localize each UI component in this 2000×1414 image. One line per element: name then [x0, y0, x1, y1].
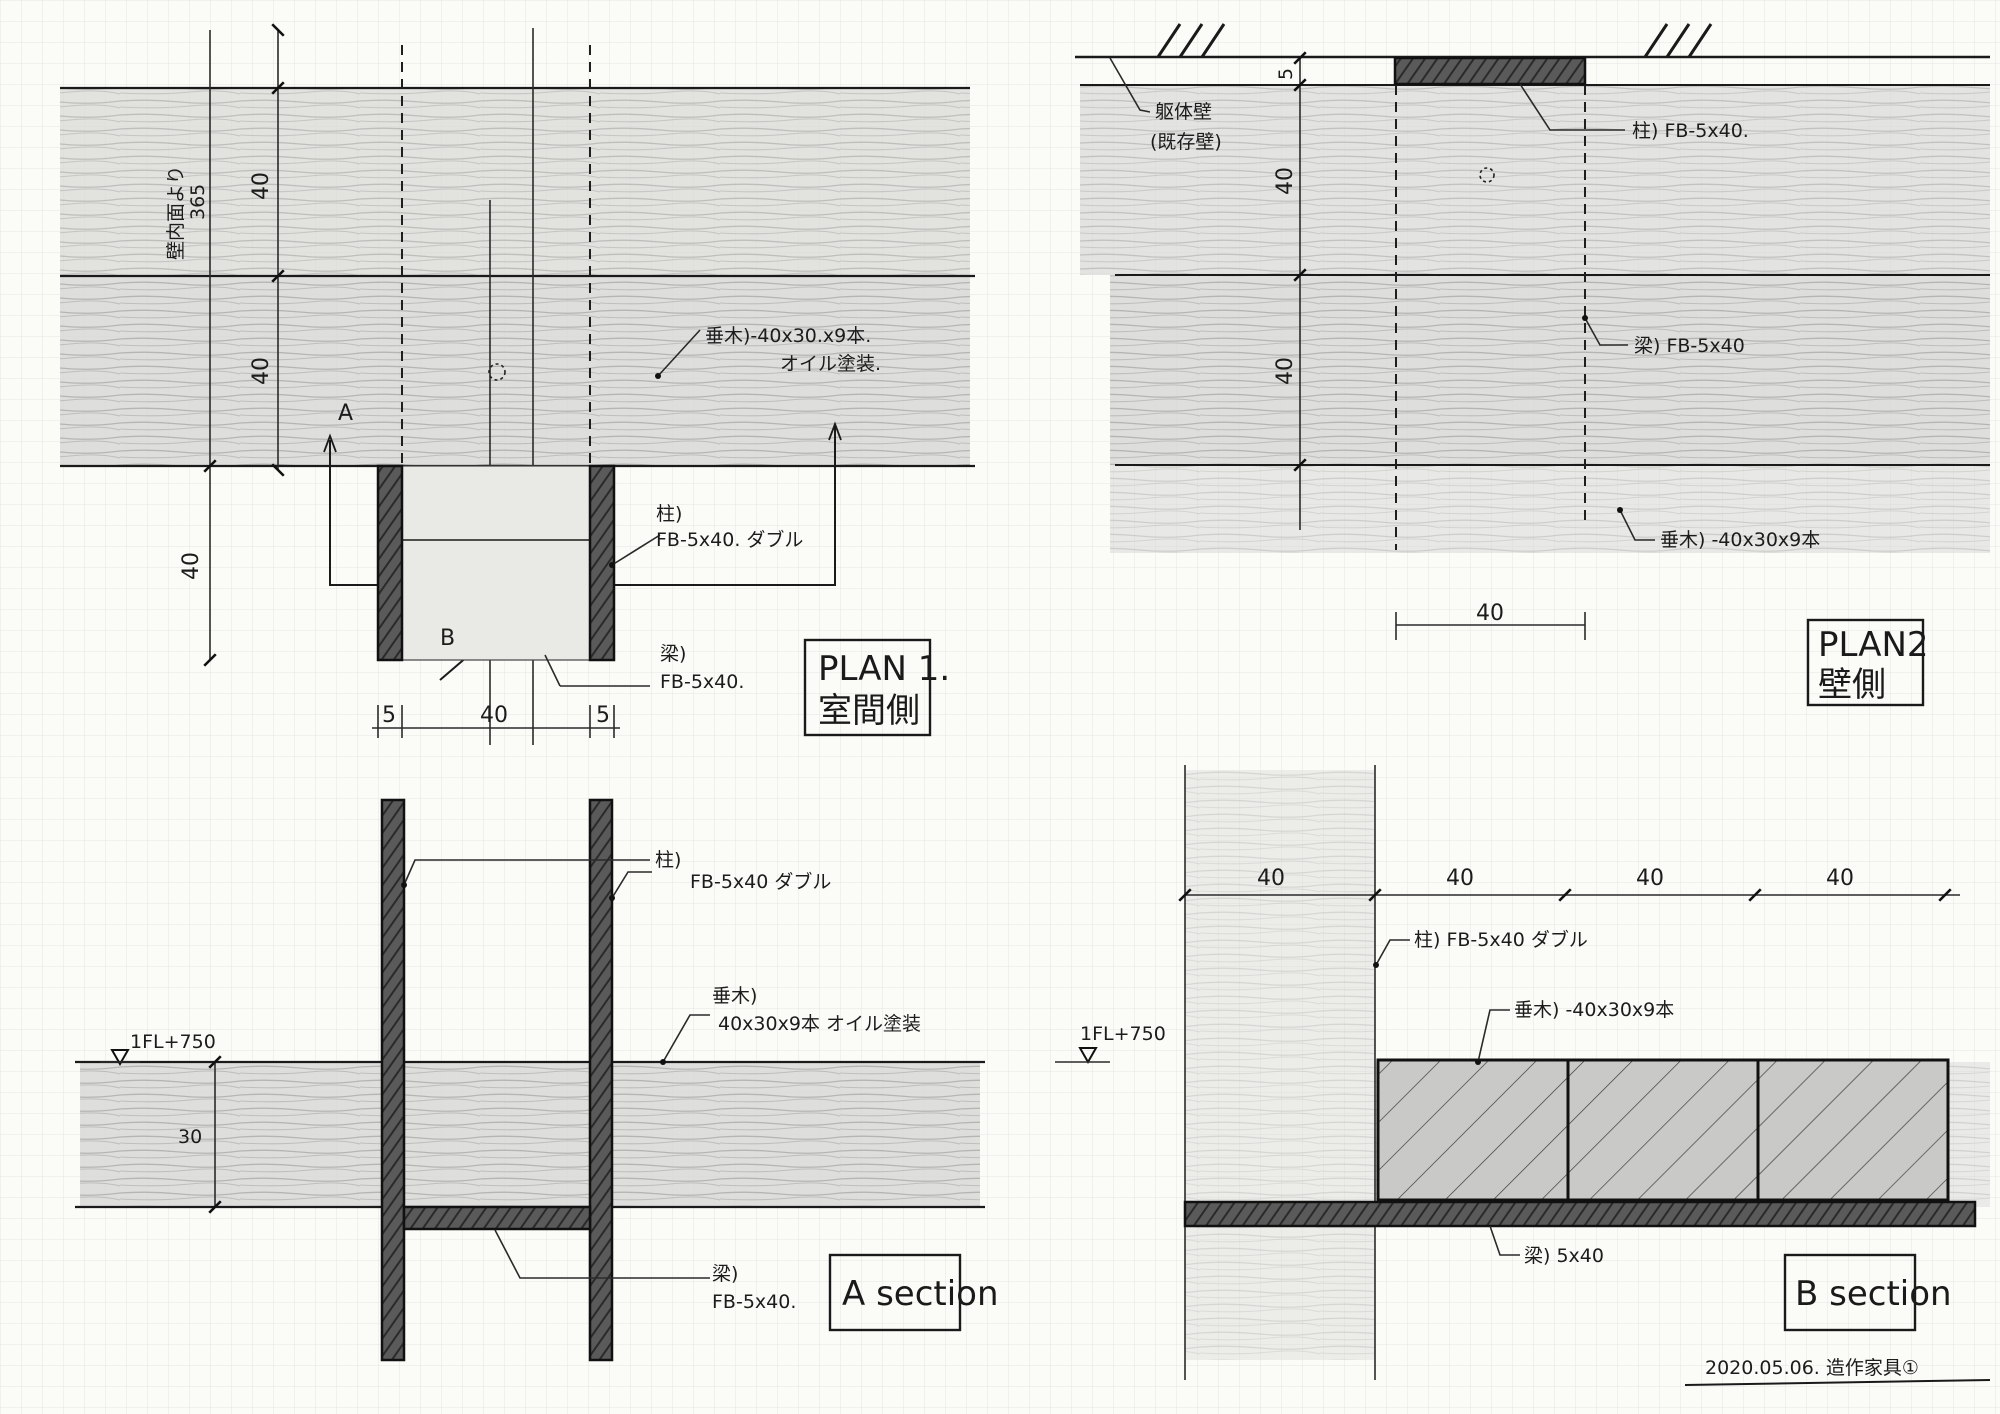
plan1-title-line1: PLAN 1.: [818, 649, 950, 689]
plan2-dim-top: 5: [1275, 68, 1297, 80]
section-a-title: A section: [842, 1274, 999, 1314]
plan2-labels: 5 40 40 40 躯体壁 (既存壁) 柱) FB-5x40. 梁) FB-5…: [1150, 68, 1929, 705]
plan1-dim-wall-face: 壁内面より: [165, 165, 187, 260]
section-a-beam: [402, 1205, 592, 1231]
plan2-note-wall-line1: 躯体壁: [1155, 101, 1212, 123]
plan2-note-post: 柱) FB-5x40.: [1632, 120, 1749, 142]
plan2-post: [1393, 56, 1587, 86]
plan1-note-slats-line2: オイル塗装.: [780, 352, 881, 375]
section-b-slat-1: [1376, 1058, 1570, 1202]
plan1-note-slats-line1: 垂木)-40x30.x9本.: [705, 325, 871, 347]
plan1-note-post-line1: 柱): [656, 503, 682, 525]
plan2-slat-band-2: [1110, 275, 1990, 465]
plan1-note-beam-line1: 梁): [660, 643, 686, 665]
section-a-drawing: [75, 798, 985, 1362]
plan2-dim-vertical-upper: 40: [1273, 167, 1298, 195]
section-b-note-slats: 垂木) -40x30x9本: [1514, 999, 1674, 1021]
section-b-beam: [1183, 1200, 1977, 1228]
plan1-opening: [401, 465, 591, 661]
section-b-note-post: 柱) FB-5x40 ダブル: [1414, 928, 1588, 951]
plan1-drawing: [60, 23, 975, 745]
plan1-dim-bottom-right: 5: [596, 703, 610, 728]
section-a-level: 1FL+750: [130, 1031, 216, 1053]
plan1-post-left: [376, 464, 404, 662]
plan2-wall-hatch-right: [1643, 23, 1713, 58]
section-b-dim-3: 40: [1636, 866, 1664, 891]
section-a-note-beam-line1: 梁): [712, 1263, 738, 1285]
plan2-title-line2: 壁側: [1818, 665, 1886, 705]
section-b-labels: 1FL+750 40 40 40 40 柱) FB-5x40 ダブル 垂木) -…: [1080, 866, 1952, 1379]
plan1-section-mark-b: B: [440, 626, 455, 651]
section-b-slat-3: [1756, 1058, 1950, 1202]
section-a-dim-height: 30: [178, 1126, 202, 1148]
section-a-post-right: [588, 798, 614, 1362]
plan1-slat-band-1: [60, 88, 970, 276]
section-a-post-left: [380, 798, 406, 1362]
section-a-note-slats-line1: 垂木): [712, 985, 757, 1007]
plan2-slat-band-1: [1080, 85, 1990, 275]
plan1-dim-vertical-lower: 40: [179, 552, 204, 580]
section-b-dim-2: 40: [1446, 866, 1474, 891]
section-b-dim-1: 40: [1257, 866, 1285, 891]
plan1-dim-wall-face-value: 365: [187, 184, 209, 220]
plan2-note-wall-line2: (既存壁): [1150, 131, 1222, 153]
plan2-note-slats: 垂木) -40x30x9本: [1660, 529, 1820, 551]
plan2-wall-hatch-left: [1156, 23, 1226, 58]
plan2-title-line1: PLAN2: [1818, 625, 1929, 665]
section-b-drawing: [1055, 765, 1991, 1386]
plan2-slat-band-3: [1110, 465, 1990, 553]
section-b-note-beam: 梁) 5x40: [1524, 1245, 1604, 1267]
plan1-section-mark-a: A: [338, 401, 353, 426]
plan1-note-post-line2: FB-5x40. ダブル: [656, 528, 803, 551]
plan2-drawing: [1075, 23, 1990, 707]
plan2-dim-bottom: 40: [1476, 601, 1504, 626]
plan1-slat-band-2: [60, 276, 970, 466]
footer-date-note: 2020.05.06. 造作家具①: [1705, 1357, 1919, 1379]
plan1-labels: A B 40 40 40 壁内面より 365 5 40 5 垂木)-40x30.…: [165, 165, 950, 731]
plan1-dim-bottom-center: 40: [480, 703, 508, 728]
section-a-labels: 1FL+750 30 柱) FB-5x40 ダブル 垂木) 40x30x9本 オ…: [130, 849, 999, 1314]
section-a-note-slats-line2: 40x30x9本 オイル塗装: [718, 1012, 921, 1035]
section-b-slat-2: [1566, 1058, 1760, 1202]
plan1-note-beam-line2: FB-5x40.: [660, 671, 744, 693]
section-b-level: 1FL+750: [1080, 1023, 1166, 1045]
section-a-note-post-line2: FB-5x40 ダブル: [690, 870, 831, 893]
plan1-dim-bottom-left: 5: [382, 703, 396, 728]
section-b-wall-band: [1185, 770, 1375, 1360]
plan2-dim-vertical-lower: 40: [1273, 357, 1298, 385]
section-a-slat-band: [80, 1062, 980, 1207]
plan1-title-line2: 室間側: [818, 691, 920, 731]
plan1-dim-vertical-middle: 40: [249, 357, 274, 385]
section-b-dim-4: 40: [1826, 866, 1854, 891]
plan1-dim-vertical-upper: 40: [249, 172, 274, 200]
section-b-title: B section: [1795, 1274, 1952, 1314]
plan2-note-beam: 梁) FB-5x40: [1634, 335, 1745, 357]
section-a-note-post-line1: 柱): [655, 849, 681, 871]
section-a-note-beam-line2: FB-5x40.: [712, 1291, 796, 1313]
